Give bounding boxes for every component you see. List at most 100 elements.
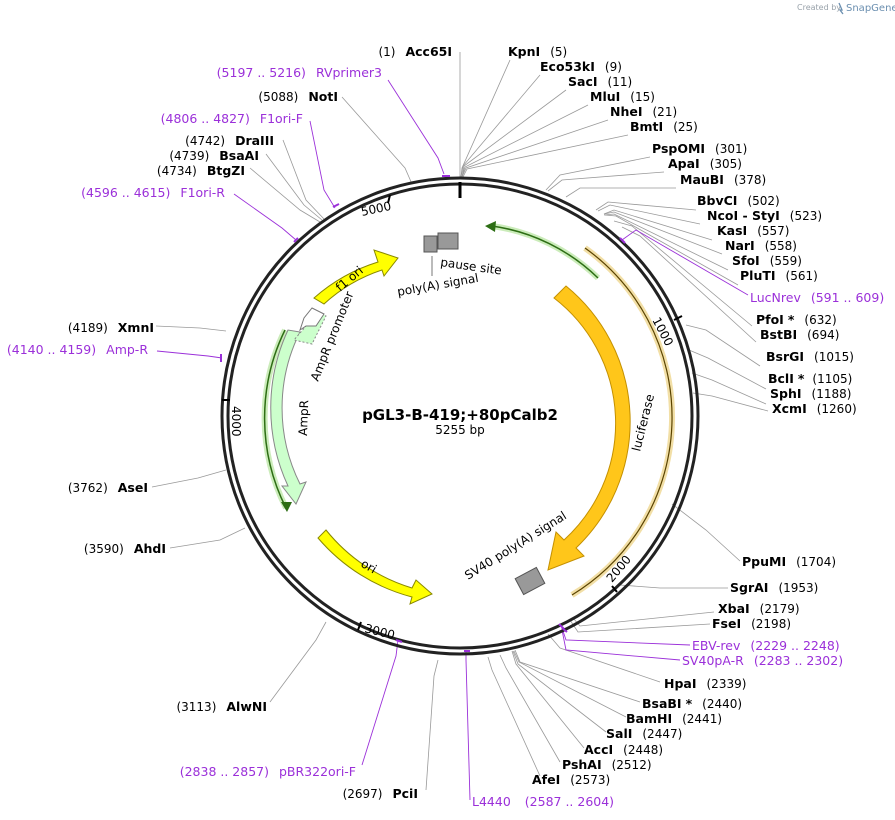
svg-text:PluTI(561): PluTI(561)	[740, 268, 818, 283]
site-kpni: KpnI	[508, 44, 540, 59]
primer-lucnrev: LucNrev	[750, 290, 801, 305]
svg-text:AccI(2448): AccI(2448)	[584, 742, 663, 757]
site-pcii: PciI	[392, 786, 418, 801]
svg-text:(3762)AseI: (3762)AseI	[68, 480, 148, 495]
primer-amp-r: Amp-R	[106, 342, 148, 357]
green-arrow-left-head	[281, 502, 292, 512]
svg-text:PspOMI(301): PspOMI(301)	[652, 141, 747, 156]
svg-text:(4742)DraIII: (4742)DraIII	[185, 133, 274, 148]
svg-text:(2697)PciI: (2697)PciI	[343, 786, 418, 801]
site-noti: NotI	[308, 89, 338, 104]
svg-text:AfeI(2573): AfeI(2573)	[532, 772, 610, 787]
ampr-arrow	[270, 329, 307, 505]
primer-l4440: L4440	[472, 794, 511, 809]
svg-text:NarI(558): NarI(558)	[725, 238, 797, 253]
site-pshai: PshAI	[562, 757, 602, 772]
site-fsei: FseI	[712, 616, 741, 631]
site-draiii: DraIII	[235, 133, 274, 148]
green-arrow-left	[263, 329, 287, 509]
svg-text:PpuMI(1704): PpuMI(1704)	[742, 554, 836, 569]
svg-text:SacI(11): SacI(11)	[568, 74, 632, 89]
svg-text:KasI(557): KasI(557)	[717, 223, 790, 238]
svg-text:LucNrev(591 .. 609): LucNrev(591 .. 609)	[750, 290, 884, 305]
svg-text:L4440(2587 .. 2604): L4440(2587 .. 2604)	[472, 794, 614, 809]
svg-text:SgrAI(1953): SgrAI(1953)	[730, 580, 818, 595]
svg-text:BsrGI(1015): BsrGI(1015)	[766, 349, 854, 364]
site-afei: AfeI	[532, 772, 560, 787]
brand-text: SnapGene	[846, 3, 895, 14]
svg-text:BmtI(25): BmtI(25)	[630, 119, 698, 134]
site-mlui: MluI	[590, 89, 620, 104]
site-bbvci: BbvCI	[697, 193, 737, 208]
polya-signal-label: poly(A) signal	[396, 271, 479, 299]
leader-lines	[151, 52, 769, 791]
site-eco53ki: Eco53kI	[540, 59, 595, 74]
svg-text:(4140 .. 4159)Amp-R: (4140 .. 4159)Amp-R	[7, 342, 148, 357]
site-bmti: BmtI	[630, 119, 663, 134]
site-acc65i: Acc65I	[405, 44, 452, 59]
site-saci: SacI	[568, 74, 598, 89]
plasmid-name: pGL3-B-419;+80pCalb2	[362, 406, 558, 424]
site-bsrgi: BsrGI	[766, 349, 804, 364]
svg-text:SV40pA-R(2283 .. 2302): SV40pA-R(2283 .. 2302)	[682, 653, 843, 668]
ampr-promoter-arrow	[299, 307, 325, 332]
svg-text:PshAI(2512): PshAI(2512)	[562, 757, 652, 772]
site-ahdi: AhdI	[134, 541, 166, 556]
primer-ebv-rev: EBV-rev	[692, 638, 741, 653]
green-arrow-top-halo	[491, 223, 601, 281]
site-nhei: NheI	[610, 104, 643, 119]
svg-text:(4806 .. 4827)F1ori-F: (4806 .. 4827)F1ori-F	[161, 111, 303, 126]
site-bcli: BclI	[768, 371, 794, 386]
luciferase-arrow	[547, 285, 631, 571]
svg-text:(4739)BsaAI: (4739)BsaAI	[169, 148, 259, 163]
tick-label-4000: 4000	[229, 406, 243, 437]
site-bsaai: BsaAI	[219, 148, 259, 163]
svg-text:XcmI(1260): XcmI(1260)	[772, 401, 857, 416]
site-xmni: XmnI	[118, 320, 154, 335]
site-btgzi: BtgZI	[207, 163, 245, 178]
svg-text:SphI(1188): SphI(1188)	[770, 386, 851, 401]
plasmid-length: 5255 bp	[435, 423, 485, 437]
backbone-outer-ring	[220, 176, 700, 656]
site-sfoi: SfoI	[732, 253, 760, 268]
tick-label-5000: 5000	[360, 199, 393, 219]
ori-arrow	[317, 529, 433, 605]
snapgene-logo-icon	[838, 2, 844, 15]
site-asei: AseI	[118, 480, 148, 495]
svg-text:PfoI*(632): PfoI*(632)	[756, 312, 837, 327]
left-site-labels: (1)Acc65I (5088)NotI (4742)DraIII (4739)…	[68, 44, 452, 801]
svg-text:HpaI(2339): HpaI(2339)	[664, 676, 746, 691]
svg-text:BclI*(1105): BclI*(1105)	[768, 371, 852, 386]
luciferase-label: luciferase	[629, 393, 657, 453]
site-nari: NarI	[725, 238, 755, 253]
site-alwni: AlwNI	[226, 699, 267, 714]
site-hpai: HpaI	[664, 676, 697, 691]
site-maubi: MauBI	[680, 172, 724, 187]
tick-mark-5000	[387, 194, 391, 204]
svg-text:FseI(2198): FseI(2198)	[712, 616, 791, 631]
site-acci: AccI	[584, 742, 613, 757]
pause-site-box	[437, 232, 459, 250]
svg-text:BamHI(2441): BamHI(2441)	[626, 711, 722, 726]
site-xcmi: XcmI	[772, 401, 807, 416]
primer-f1ori-r: F1ori-R	[180, 185, 225, 200]
svg-text:NcoI - StyI(523): NcoI - StyI(523)	[707, 208, 822, 223]
f1-ori-arrow	[313, 249, 399, 305]
polya-signal-box	[423, 235, 438, 253]
site-ncoi-styi: NcoI - StyI	[707, 208, 780, 223]
svg-text:(5088)NotI: (5088)NotI	[258, 89, 338, 104]
site-kasi: KasI	[717, 223, 747, 238]
svg-text:(4596 .. 4615)F1ori-R: (4596 .. 4615)F1ori-R	[81, 185, 225, 200]
primer-labels: (5197 .. 5216)RVprimer3 (4806 .. 4827)F1…	[7, 65, 884, 809]
svg-text:(2838 .. 2857)pBR322ori-F: (2838 .. 2857)pBR322ori-F	[180, 764, 356, 779]
site-sgrai: SgrAI	[730, 580, 768, 595]
svg-text:MluI(15): MluI(15)	[590, 89, 655, 104]
primer-f1ori-f: F1ori-F	[260, 111, 303, 126]
svg-text:NheI(21): NheI(21)	[610, 104, 677, 119]
svg-text:XbaI(2179): XbaI(2179)	[718, 601, 800, 616]
svg-text:BsaBI*(2440): BsaBI*(2440)	[642, 696, 742, 711]
svg-text:(3590)AhdI: (3590)AhdI	[84, 541, 166, 556]
tick-mark-1000	[673, 315, 683, 321]
primer-pbr322ori-f: pBR322ori-F	[279, 764, 356, 779]
